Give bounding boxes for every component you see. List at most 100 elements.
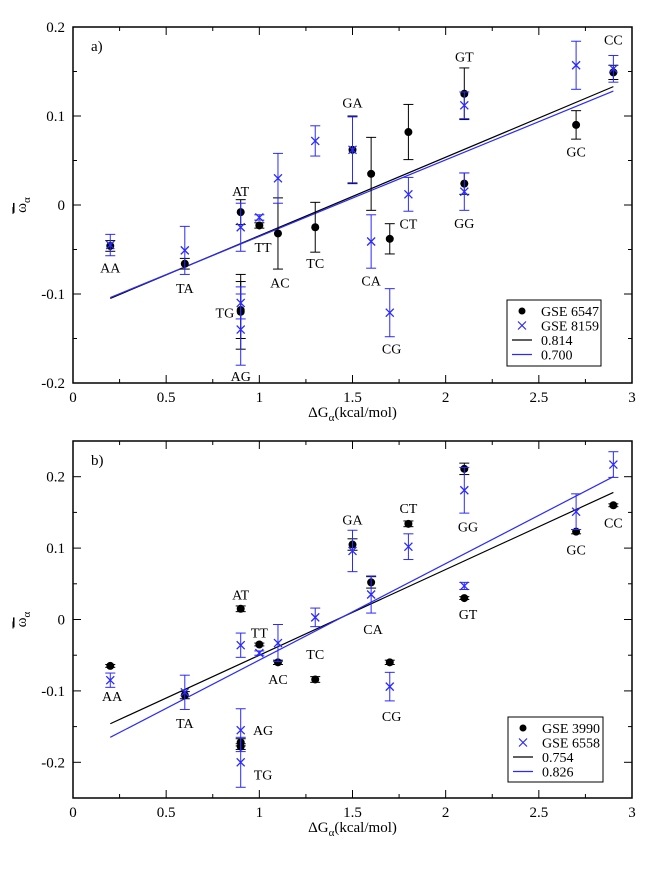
data-point — [311, 675, 320, 684]
x-axis-label-sub: α — [329, 412, 335, 424]
y-tick-label: -0.2 — [41, 755, 65, 771]
point-label: CG — [382, 342, 401, 357]
point-label: CC — [604, 33, 623, 48]
data-point — [311, 223, 320, 232]
data-point — [460, 594, 469, 603]
data-point — [366, 237, 376, 246]
fit-line — [109, 476, 614, 738]
y-tick-label: -0.1 — [41, 287, 65, 303]
data-point — [404, 128, 413, 137]
point-label: AC — [268, 673, 287, 688]
x-tick-label: 0.5 — [157, 805, 176, 821]
legend-label: GSE 6547 — [541, 305, 599, 320]
point-label: AT — [232, 185, 250, 200]
data-point — [254, 213, 264, 222]
y-axis-label: ωα — [14, 611, 33, 627]
point-label: CA — [361, 275, 381, 290]
point-label: CA — [363, 623, 383, 638]
point-label: GG — [454, 217, 474, 232]
x-axis-label: ΔGα(kcal/mol) — [308, 405, 397, 424]
legend-label: GSE 3990 — [542, 722, 600, 737]
point-label: GT — [459, 608, 478, 623]
point-label: GA — [342, 97, 363, 112]
point-label: TA — [176, 717, 194, 732]
x-tick-label: 2 — [442, 805, 450, 821]
point-label: TA — [176, 282, 194, 297]
point-label: TG — [216, 307, 235, 322]
point-label: AA — [102, 690, 123, 705]
data-point — [105, 675, 115, 685]
point-label: TT — [251, 626, 269, 641]
x-axis-label-main: ΔG — [308, 820, 329, 836]
data-point — [273, 173, 283, 183]
legend-label: 0.700 — [541, 349, 573, 364]
x-axis-label-unit: (kcal/mol) — [334, 405, 396, 421]
legend-marker-circle — [518, 307, 526, 315]
x-tick-label: 3 — [628, 390, 636, 406]
x-tick-label: 2.5 — [529, 390, 548, 406]
x-tick-label: 2.5 — [529, 805, 548, 821]
x-axis-label-sub: α — [329, 827, 335, 839]
data-point — [404, 519, 413, 528]
y-tick-label: -0.2 — [41, 376, 65, 392]
data-point — [572, 120, 581, 129]
data-point — [236, 325, 246, 335]
panel-label: a) — [91, 39, 103, 55]
point-label: CT — [399, 218, 417, 233]
data-point — [348, 546, 357, 556]
data-point — [459, 100, 469, 110]
data-point — [310, 136, 320, 146]
data-point — [459, 187, 469, 197]
x-tick-label: 0 — [69, 805, 77, 821]
x-tick-label: 2 — [442, 390, 450, 406]
point-label: CC — [604, 516, 623, 531]
panel-label: b) — [91, 453, 104, 469]
data-point — [236, 757, 246, 767]
point-label: GT — [455, 50, 474, 65]
point-label: GC — [566, 544, 585, 559]
data-point — [367, 169, 376, 178]
y-tick-label: 0.1 — [46, 541, 65, 557]
data-point — [273, 658, 282, 667]
data-point — [236, 604, 245, 613]
y-axis-label-sub: α — [21, 197, 33, 203]
data-point — [180, 687, 190, 697]
point-label: AC — [270, 276, 289, 291]
point-label: GG — [458, 521, 478, 536]
data-point — [236, 640, 246, 650]
data-point — [366, 590, 376, 599]
y-axis-label-sub: α — [21, 611, 33, 617]
point-label: AG — [253, 724, 273, 739]
data-point — [459, 485, 469, 495]
y-axis-label: ωα — [14, 197, 33, 213]
x-tick-label: 0.5 — [157, 390, 176, 406]
x-tick-label: 3 — [628, 805, 636, 821]
y-tick-label: 0.2 — [46, 470, 65, 486]
data-point — [459, 581, 469, 591]
legend-label: GSE 6558 — [542, 737, 600, 752]
point-label: TC — [306, 648, 324, 663]
x-tick-label: 1 — [256, 805, 264, 821]
data-point — [385, 308, 395, 318]
data-point — [273, 229, 282, 238]
data-point — [385, 682, 395, 692]
point-label: TT — [255, 241, 273, 256]
y-axis-label-main: ω — [14, 617, 30, 627]
data-point — [403, 189, 413, 199]
data-point — [571, 60, 581, 70]
y-tick-label: 0 — [58, 198, 66, 214]
y-tick-label: -0.1 — [41, 684, 65, 700]
legend-label: 0.754 — [542, 751, 574, 766]
data-point — [608, 64, 618, 74]
x-tick-label: 1 — [256, 390, 264, 406]
legend-label: GSE 8159 — [541, 320, 599, 335]
data-point — [571, 507, 581, 517]
legend-label: 0.814 — [541, 334, 573, 349]
y-axis-label-main: ω — [14, 203, 30, 213]
x-axis-label-unit: (kcal/mol) — [334, 820, 396, 836]
legend-marker-circle — [519, 724, 527, 732]
